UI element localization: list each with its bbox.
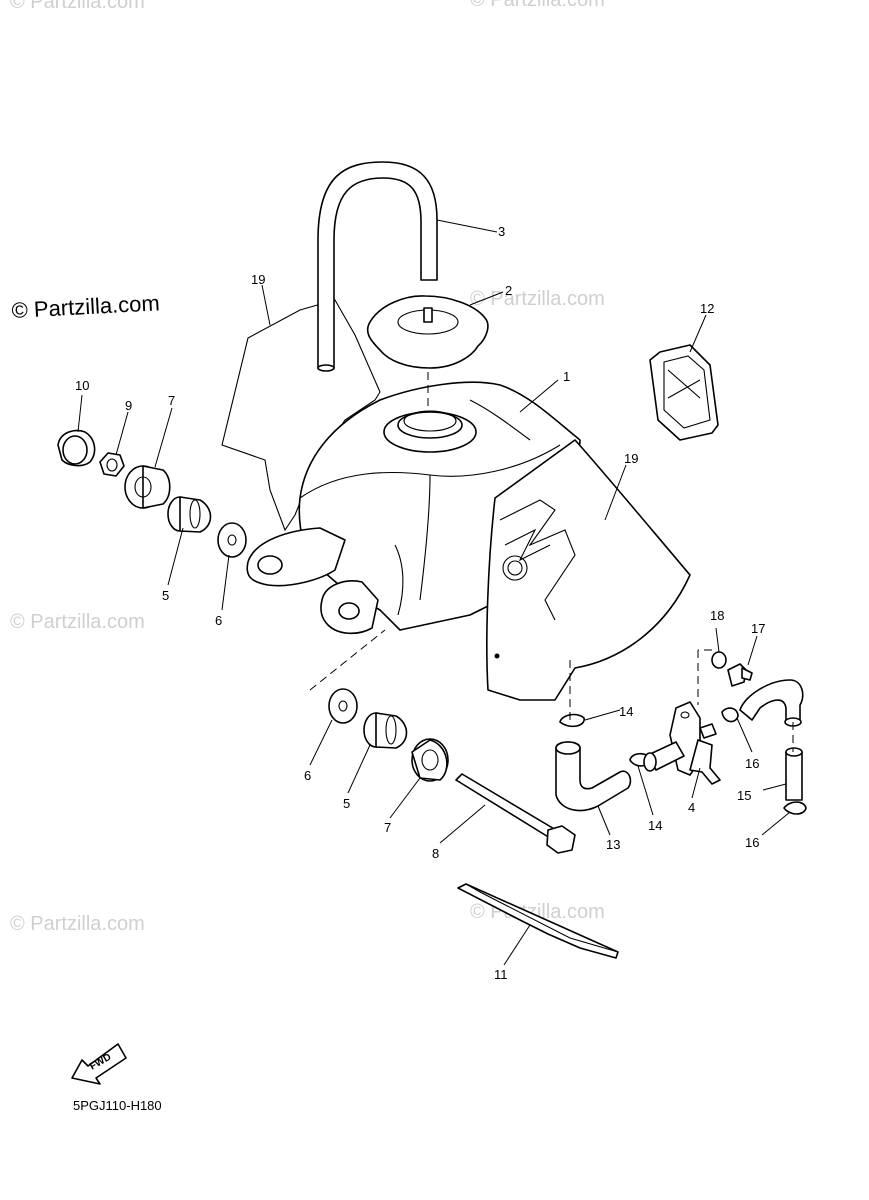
callout-14: 14: [648, 818, 662, 833]
watermark: © Partzilla.com: [470, 288, 605, 310]
callout-5: 5: [162, 588, 169, 603]
callout-7: 7: [384, 820, 391, 835]
callout-18: 18: [710, 608, 724, 623]
watermark: © Partzilla.com: [10, 611, 145, 633]
callout-9: 9: [125, 398, 132, 413]
hose-clamp: [721, 707, 739, 723]
callout-13: 13: [606, 837, 620, 852]
tank-pad-edge: [465, 883, 619, 953]
collar: [411, 738, 449, 782]
callout-6: 6: [304, 768, 311, 783]
callout-11: 11: [494, 967, 508, 982]
breather-hose: [317, 161, 438, 369]
assembly-lines: [309, 372, 794, 752]
callout-10: 10: [75, 378, 89, 393]
cap-nut: [57, 429, 96, 467]
callout-16: 16: [745, 835, 759, 850]
callout-7: 7: [168, 393, 175, 408]
collar: [124, 465, 171, 509]
small-washer: [711, 651, 727, 669]
partzilla-watermark: © Partzilla.com: [11, 290, 160, 323]
watermark: © Partzilla.com: [10, 0, 145, 13]
washer: [328, 688, 358, 724]
vent-hose-end: [785, 747, 803, 757]
callout-6: 6: [215, 613, 222, 628]
fuel-cock: [643, 701, 721, 785]
callout-2: 2: [505, 283, 512, 298]
callout-5: 5: [343, 796, 350, 811]
watermark: © Partzilla.com: [470, 0, 605, 11]
leader-lines: [77, 219, 791, 966]
watermark: © Partzilla.com: [10, 913, 145, 935]
callout-1: 1: [563, 369, 570, 384]
callout-17: 17: [751, 621, 765, 636]
nut: [99, 452, 125, 477]
diagram-code: 5PGJ110-H180: [73, 1098, 162, 1113]
vent-hose: [739, 679, 804, 721]
damper: [167, 496, 212, 533]
callout-16: 16: [745, 756, 759, 771]
tank-pad: [457, 883, 619, 959]
washer: [217, 522, 247, 558]
callout-19: 19: [251, 272, 265, 287]
callout-12: 12: [700, 301, 714, 316]
callout-labels: 1 2 3 4 5 5 6 6 7 7 8 9 10 11 12 13 14 1…: [75, 224, 765, 982]
callout-15: 15: [737, 788, 751, 803]
callout-3: 3: [498, 224, 505, 239]
bolt: [455, 773, 576, 854]
callout-8: 8: [432, 846, 439, 861]
fwd-arrow: FWD: [71, 1043, 127, 1085]
fuel-cock-gasket: [649, 344, 719, 441]
vent-hose: [785, 751, 803, 801]
damper: [363, 712, 408, 749]
hose-clamp: [559, 713, 585, 728]
side-cover-left: [221, 299, 381, 532]
fuel-cap: [366, 295, 489, 369]
breather-hose-end: [317, 364, 335, 372]
callout-14: 14: [619, 704, 633, 719]
callout-4: 4: [688, 800, 695, 815]
callout-19: 19: [624, 451, 638, 466]
hose-clamp: [783, 801, 807, 815]
screw: [727, 663, 753, 687]
fuel-hose-end: [555, 741, 581, 755]
side-cover-right: [486, 439, 691, 701]
